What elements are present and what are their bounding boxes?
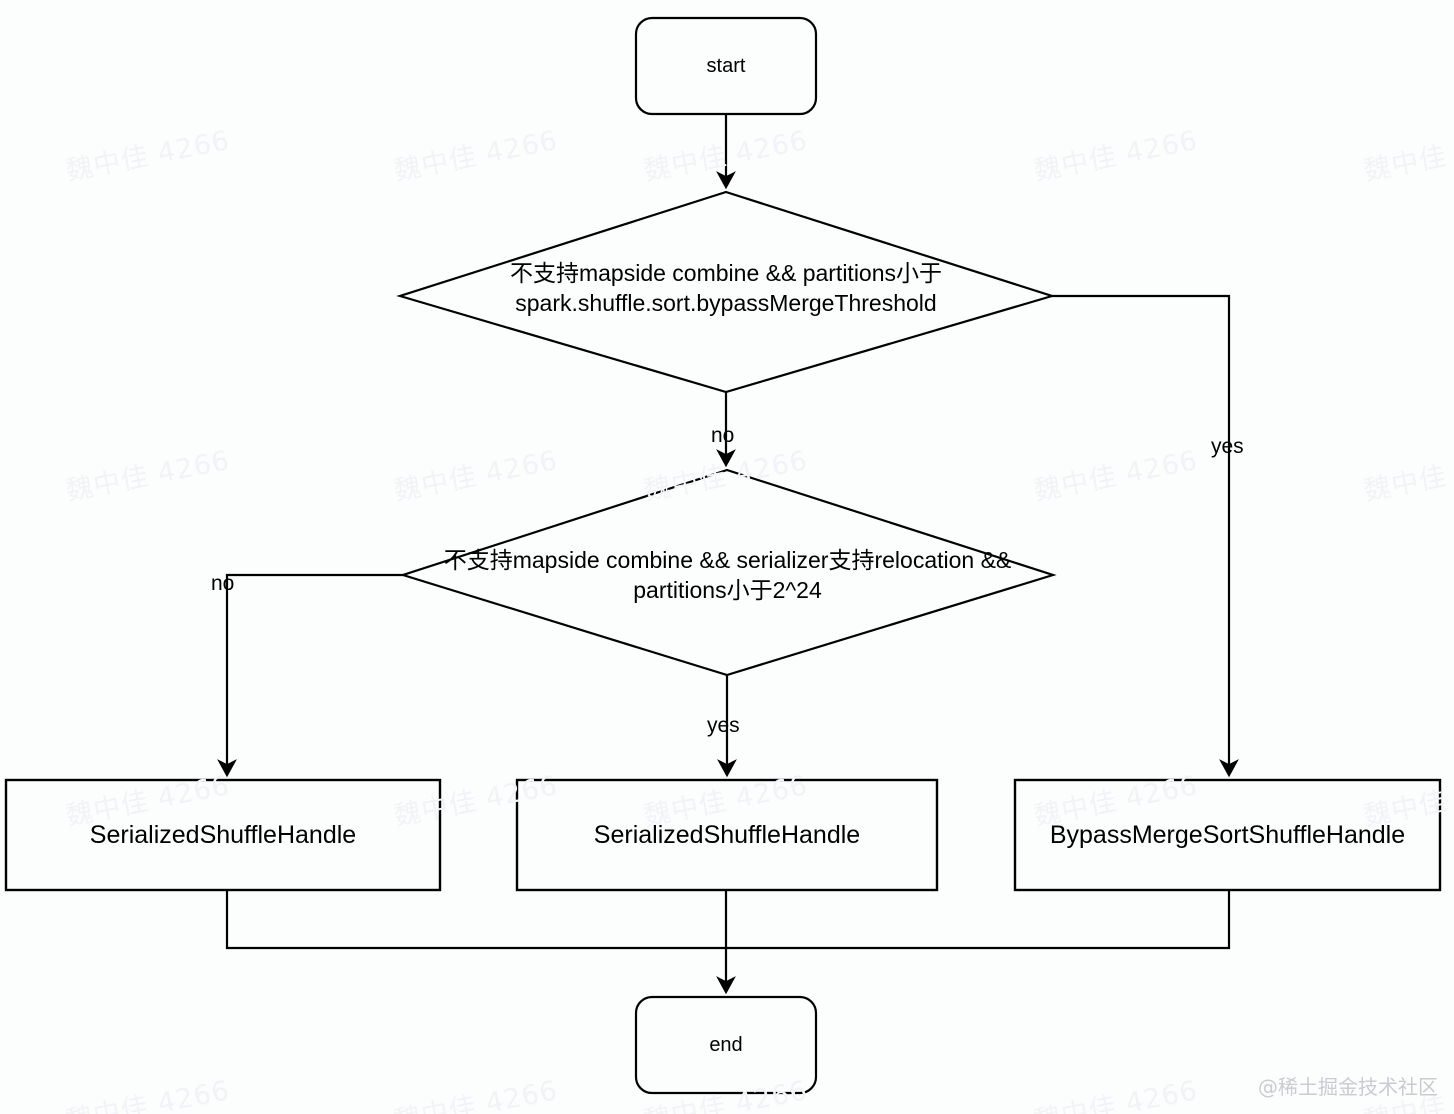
edge-decision2-no-to-result-left <box>217 573 403 778</box>
node-start-shape[interactable] <box>634 16 818 116</box>
edge-label-decision1-yes: yes <box>1211 435 1244 458</box>
node-decision2-shape[interactable] <box>399 468 1057 677</box>
edge-result-left-to-end <box>225 890 726 950</box>
node-result-left-shape[interactable] <box>4 778 442 892</box>
node-result-middle-shape[interactable] <box>515 778 939 892</box>
node-end-shape[interactable] <box>634 995 818 1095</box>
edge-result-right-to-end <box>726 890 1231 950</box>
node-decision1-shape[interactable] <box>396 190 1056 394</box>
node-result-right-shape[interactable] <box>1013 778 1442 892</box>
edge-decision1-yes-to-result-right <box>1052 294 1239 778</box>
attribution-label: @稀土掘金技术社区 <box>1258 1075 1438 1099</box>
edge-label-decision1-no: no <box>711 424 735 447</box>
edge-label-decision2-no: no <box>211 572 235 595</box>
edge-label-decision2-yes: yes <box>707 714 740 737</box>
